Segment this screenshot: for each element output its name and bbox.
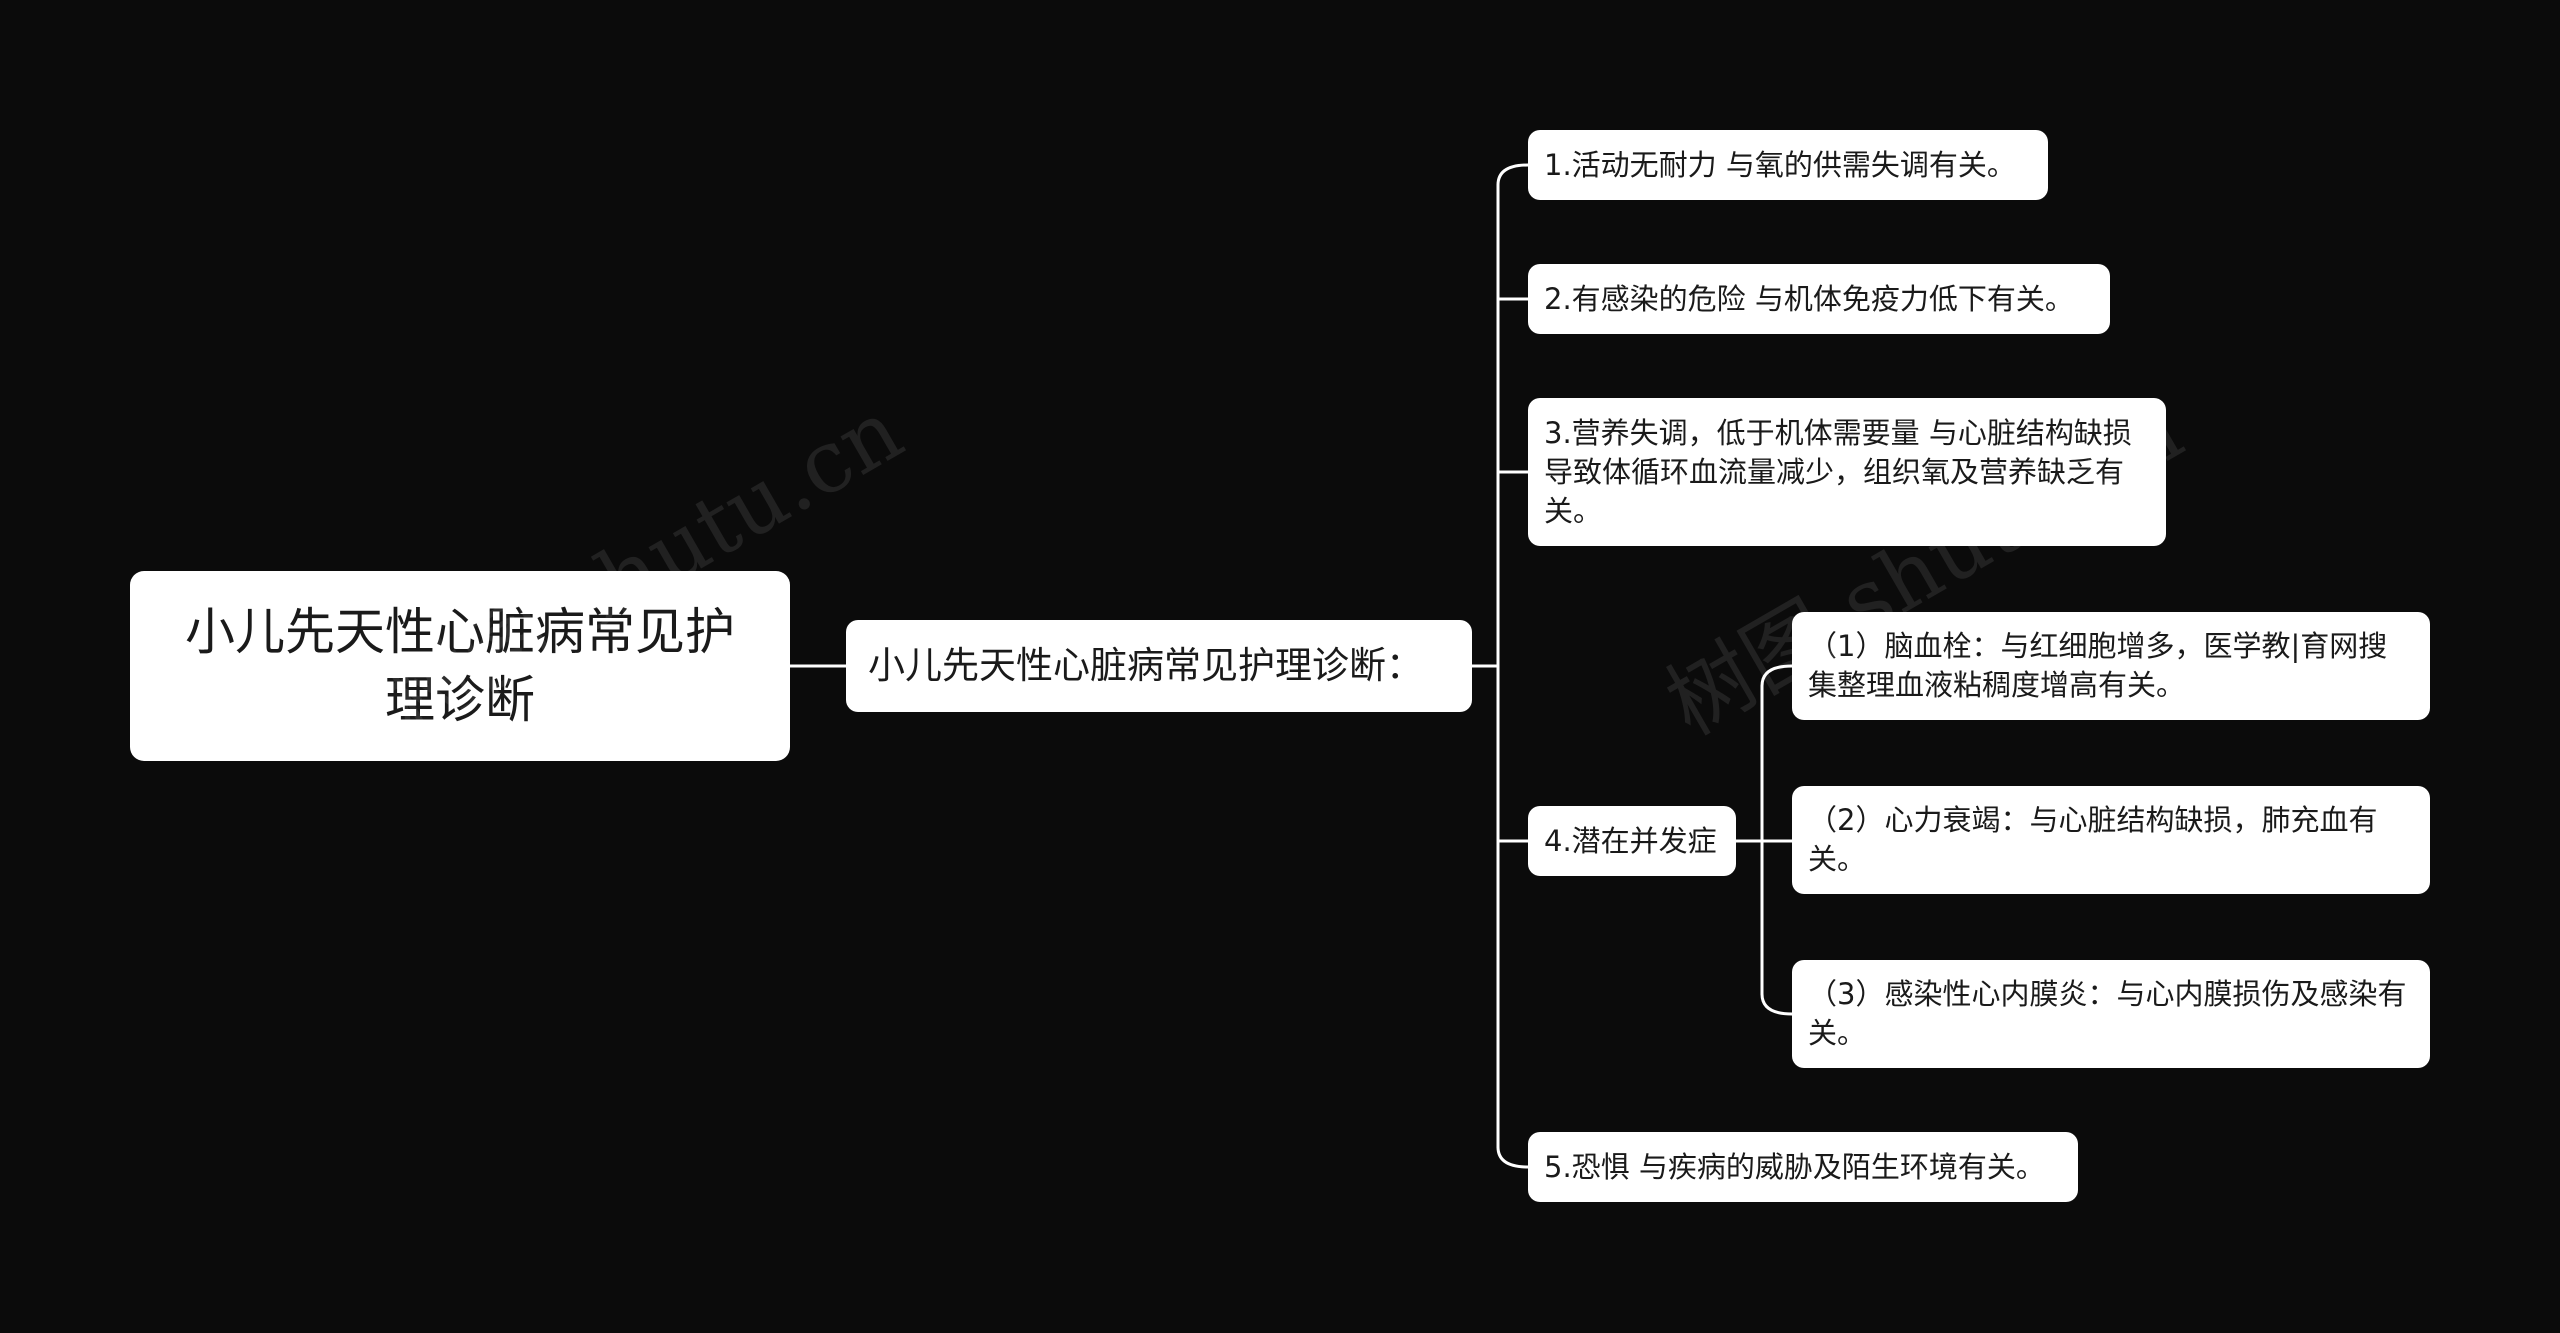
topic-item-label: 3.营养失调，低于机体需要量 与心脏结构缺损导致体循环血流量减少，组织氧及营养缺… — [1544, 415, 2132, 528]
connector-sub-3 — [1760, 992, 1794, 1016]
connector-item-1 — [1496, 163, 1530, 187]
connector-sub-1 — [1760, 664, 1794, 688]
subtopic-item-2[interactable]: （2）心力衰竭：与心脏结构缺损，肺充血有关。 — [1792, 786, 2430, 894]
topic-item-2[interactable]: 2.有感染的危险 与机体免疫力低下有关。 — [1528, 264, 2110, 334]
topic-item-4[interactable]: 4.潜在并发症 — [1528, 806, 1736, 876]
topic-item-label: 5.恐惧 与疾病的威胁及陌生环境有关。 — [1544, 1149, 2045, 1184]
topic-item-3[interactable]: 3.营养失调，低于机体需要量 与心脏结构缺损导致体循环血流量减少，组织氧及营养缺… — [1528, 398, 2166, 546]
main-topic[interactable]: 小儿先天性心脏病常见护理诊断： — [846, 620, 1472, 712]
subtopic-item-label: （1）脑血栓：与红细胞增多，医学教|育网搜集整理血液粘稠度增高有关。 — [1808, 629, 2388, 702]
root-topic[interactable]: 小儿先天性心脏病常见护理诊断 — [130, 571, 790, 761]
topic-item-5[interactable]: 5.恐惧 与疾病的威胁及陌生环境有关。 — [1528, 1132, 2078, 1202]
root-topic-label: 小儿先天性心脏病常见护理诊断 — [185, 603, 735, 729]
subtopic-item-label: （3）感染性心内膜炎：与心内膜损伤及感染有关。 — [1808, 977, 2407, 1050]
subtopic-item-1[interactable]: （1）脑血栓：与红细胞增多，医学教|育网搜集整理血液粘稠度增高有关。 — [1792, 612, 2430, 720]
topic-item-label: 4.潜在并发症 — [1544, 823, 1717, 858]
topic-item-label: 1.活动无耐力 与氧的供需失调有关。 — [1544, 147, 2016, 182]
subtopic-item-label: （2）心力衰竭：与心脏结构缺损，肺充血有关。 — [1808, 803, 2378, 876]
topic-item-label: 2.有感染的危险 与机体免疫力低下有关。 — [1544, 281, 2074, 316]
subtopic-item-3[interactable]: （3）感染性心内膜炎：与心内膜损伤及感染有关。 — [1792, 960, 2430, 1068]
topic-item-1[interactable]: 1.活动无耐力 与氧的供需失调有关。 — [1528, 130, 2048, 200]
connector-item-5 — [1496, 1145, 1530, 1169]
main-topic-label: 小儿先天性心脏病常见护理诊断： — [868, 644, 1423, 687]
